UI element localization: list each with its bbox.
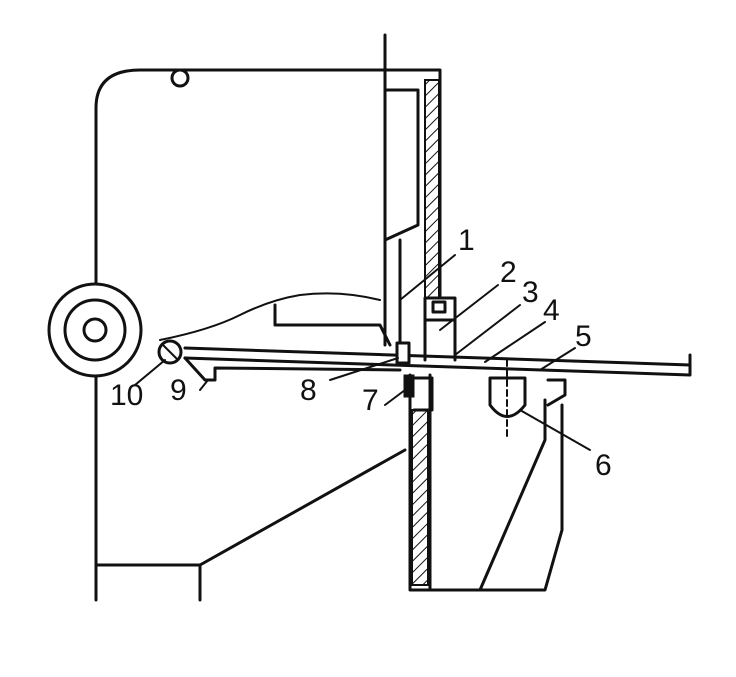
hold-down — [273, 303, 392, 347]
clamp-inner — [431, 300, 447, 314]
label-7: 7 — [362, 384, 379, 417]
part-7 — [403, 374, 415, 398]
upper-blade — [383, 88, 420, 347]
label-4: 4 — [543, 294, 560, 327]
label-1: 1 — [458, 224, 475, 257]
frame-hole — [170, 68, 190, 88]
flywheel-outer — [47, 282, 143, 378]
part-7-edge — [412, 376, 434, 412]
label-8: 8 — [300, 374, 317, 407]
lower-brace — [478, 398, 547, 592]
frame-base — [94, 448, 407, 602]
label-6: 6 — [595, 449, 612, 482]
part-6 — [488, 376, 527, 418]
leader-lines — [134, 254, 591, 451]
table-left — [183, 356, 402, 382]
label-9: 9 — [170, 374, 187, 407]
label-5: 5 — [575, 320, 592, 353]
clamp-body — [423, 318, 457, 362]
flywheel-ring — [63, 298, 127, 362]
upper-hatch — [424, 79, 440, 301]
label-2: 2 — [500, 256, 517, 289]
machine-frame — [94, 68, 432, 602]
table-top — [183, 346, 692, 377]
flywheel-hub — [82, 317, 108, 343]
sheet-outline — [159, 292, 381, 341]
label-10: 10 — [110, 379, 143, 412]
lower-hatch — [411, 409, 429, 586]
bolt-slot — [161, 343, 179, 361]
part-8 — [395, 341, 411, 365]
part-5-bracket — [546, 378, 567, 407]
label-3: 3 — [522, 276, 539, 309]
